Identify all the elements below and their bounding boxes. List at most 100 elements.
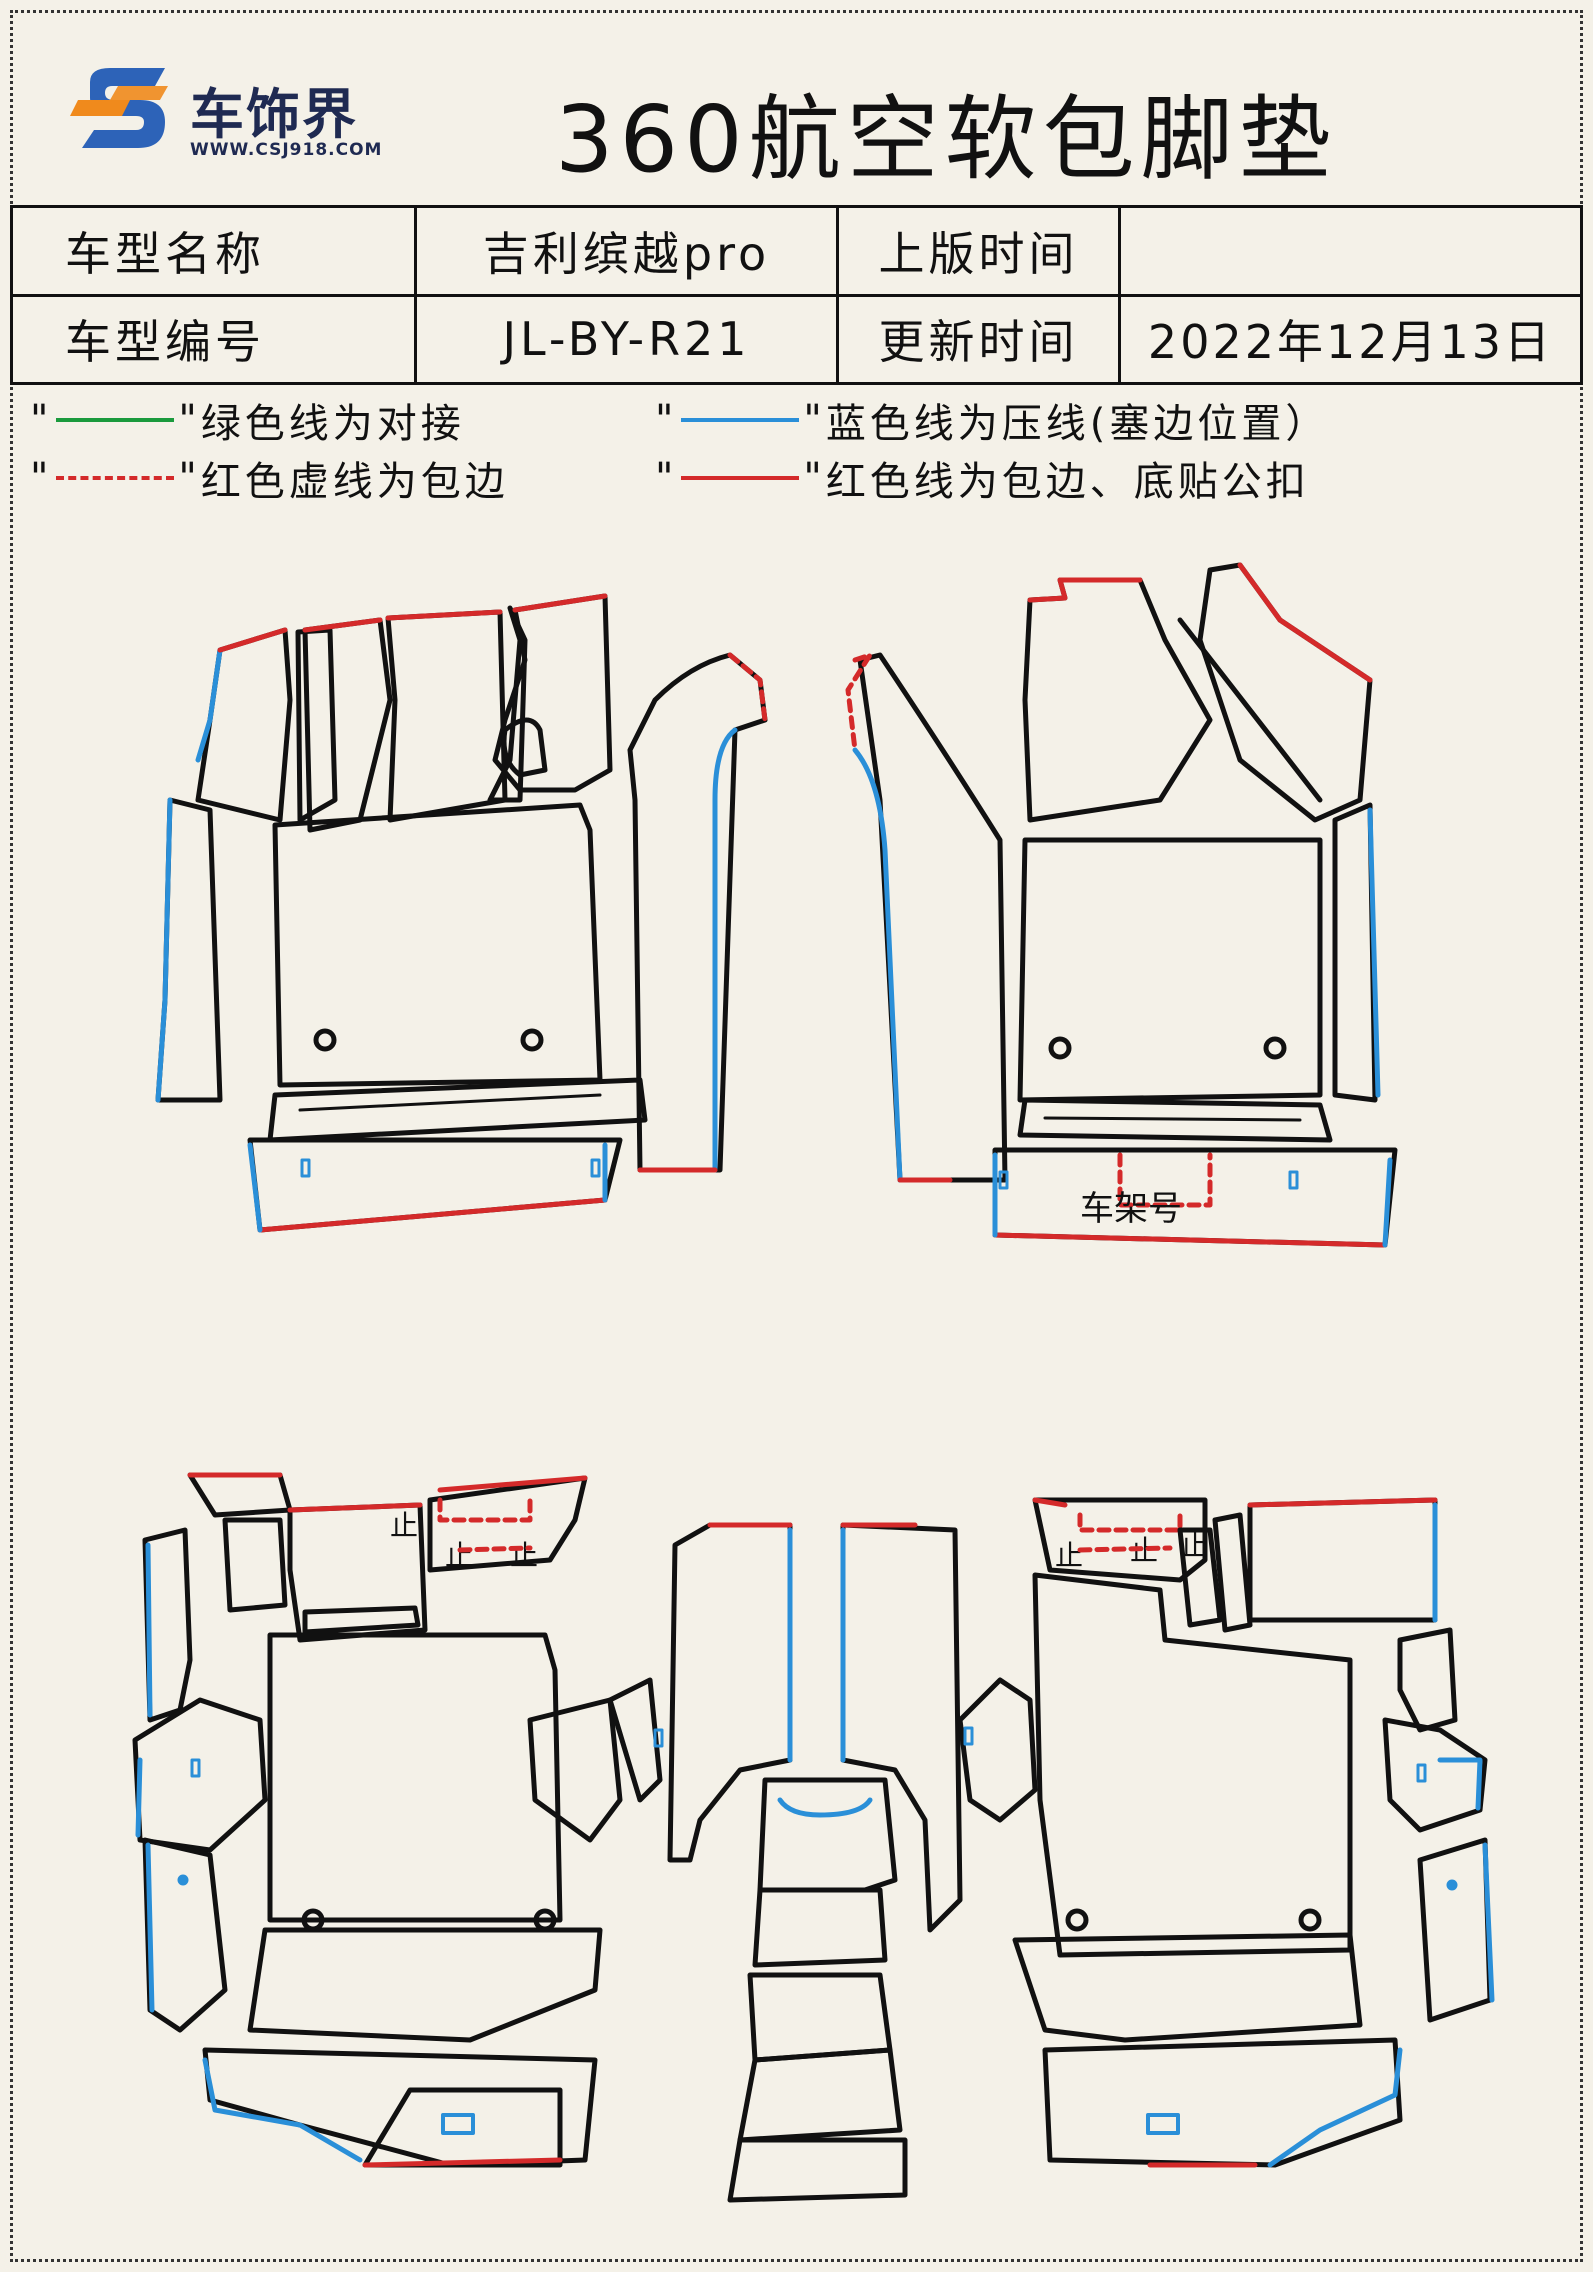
line-legend: " " 绿色线为对接 " " 蓝色线为压线(塞边位置） " " 红色虚线为包边 … [30, 392, 1570, 512]
brand-url: WWW.CSJ918.COM [190, 140, 383, 160]
pattern-edge-blue [1367, 807, 1381, 1098]
legend-quote: " [655, 397, 678, 443]
pattern-piece [607, 1677, 663, 1803]
plate-time-value [1118, 205, 1583, 297]
brand-logo: 车饰界 WWW.CSJ918.COM [70, 60, 410, 170]
pattern-piece [1382, 1717, 1488, 1833]
pattern-piece [1212, 1512, 1253, 1633]
pattern-edge-red [302, 617, 383, 633]
pattern-edge-blue [1382, 1157, 1393, 1248]
clip-slot-icon [1416, 1763, 1427, 1783]
front-left-mat-group [155, 593, 768, 1233]
pattern-piece [1042, 2037, 1403, 2168]
model-name-label: 车型名称 [10, 205, 417, 297]
pattern-piece [857, 652, 1008, 1183]
pattern-edge-blue [1482, 1842, 1495, 2003]
notch-mark: 止 [1055, 1539, 1083, 1572]
pattern-piece [298, 1093, 602, 1112]
snap-hole-icon [1298, 1908, 1322, 1932]
pattern-piece [1032, 1572, 1353, 1958]
pattern-piece [957, 1677, 1038, 1823]
pattern-edge-blue [852, 747, 903, 1183]
legend-swatch-red-solid [681, 476, 800, 480]
pattern-piece [1177, 617, 1323, 803]
pattern-piece [362, 2087, 563, 2168]
pattern-piece [527, 1697, 623, 1843]
pattern-edge-red [362, 2157, 563, 2168]
pattern-edge-blue [155, 797, 173, 1103]
clip-slot-icon [1146, 2113, 1180, 2135]
pattern-piece [1177, 1527, 1223, 1628]
legend-item-red-dashed: " " 红色虚线为包边 [30, 450, 509, 506]
brand-name: 车饰界 [190, 83, 358, 146]
pattern-piece [1197, 562, 1373, 823]
legend-quote: " [655, 455, 678, 501]
rear-center-mat-group [667, 1522, 963, 2203]
pattern-piece [295, 627, 338, 823]
update-time-label: 更新时间 [836, 293, 1121, 385]
info-row: 车型名称 吉利缤越pro 上版时间 [10, 205, 1583, 297]
model-info-table: 车型名称 吉利缤越pro 上版时间 车型编号 JL-BY-R21 更新时间 20… [10, 205, 1583, 385]
pattern-edge-red-dashed [1077, 1545, 1173, 1553]
snap-hole-icon [1065, 1908, 1089, 1932]
legend-text: 红色虚线为包边 [200, 459, 509, 505]
legend-quote: " [30, 455, 53, 501]
pattern-edge-red-dashed [457, 1545, 533, 1553]
pattern-piece [727, 2137, 908, 2203]
legend-quote: " [803, 455, 826, 501]
pattern-piece [1032, 1497, 1208, 1583]
clip-dot-icon [177, 1874, 189, 1886]
clip-slot-icon [300, 1158, 311, 1178]
pattern-edge-red [217, 627, 288, 653]
pattern-piece [757, 1777, 898, 1893]
rear-right-mat-group: 止 止 止 [957, 1497, 1495, 2168]
header: 车饰界 WWW.CSJ918.COM 360航空软包脚垫 [10, 10, 1583, 205]
snap-hole-icon [313, 1028, 337, 1052]
legend-quote: " [178, 455, 201, 501]
snap-hole-icon [1048, 1036, 1072, 1060]
legend-quote: " [178, 397, 201, 443]
pattern-edge-blue [202, 2057, 363, 2163]
pattern-edge-red-dashed [845, 652, 873, 753]
legend-swatch-blue-solid [681, 418, 800, 422]
pattern-piece [992, 1147, 1398, 1248]
pattern-edge-red [1027, 577, 1143, 603]
clip-slot-icon [998, 1170, 1009, 1190]
clip-slot-icon [590, 1158, 601, 1178]
pattern-edge-red-dashed [437, 1497, 533, 1523]
legend-item-blue: " " 蓝色线为压线(塞边位置） [655, 392, 1329, 448]
model-name-value: 吉利缤越pro [414, 205, 839, 297]
pattern-edge-red-dashed [1077, 1512, 1183, 1533]
pattern-edge-red [992, 1232, 1388, 1248]
pattern-piece [195, 627, 293, 823]
pattern-edge-red [1247, 1497, 1438, 1508]
pattern-piece [1397, 1627, 1458, 1733]
pattern-piece [1247, 1497, 1438, 1623]
pattern-piece [142, 1837, 228, 2033]
pattern-piece [302, 1605, 421, 1635]
pattern-piece [501, 717, 548, 778]
rear-left-mat-group: 止 止 止 [132, 1472, 664, 2168]
legend-item-red-solid: " " 红色线为包边、底贴公扣 [655, 450, 1310, 506]
pattern-piece [267, 1077, 648, 1143]
pattern-piece [272, 802, 603, 1088]
pattern-edge-red [1032, 1497, 1068, 1508]
pattern-edge-red-dashed [1117, 1152, 1213, 1208]
clip-dot-icon [1446, 1879, 1458, 1891]
pattern-piece [737, 2047, 903, 2143]
pattern-edge-red [437, 1475, 588, 1493]
pattern-edge-blue [712, 727, 738, 1173]
model-code-value: JL-BY-R21 [414, 293, 839, 385]
pattern-piece [627, 652, 768, 1173]
pattern-edge-red [385, 609, 503, 621]
pattern-edge-blue [195, 647, 223, 763]
info-row: 车型编号 JL-BY-R21 更新时间 2022年12月13日 [10, 293, 1583, 385]
frame-number-label: 车架号 [1080, 1189, 1182, 1229]
legend-item-green: " " 绿色线为对接 [30, 392, 465, 448]
pattern-edge-blue [1437, 1757, 1483, 1811]
pattern-piece [752, 1887, 888, 1968]
pattern-piece [302, 617, 393, 833]
pattern-edge-blue [777, 1797, 873, 1818]
legend-quote: " [30, 397, 53, 443]
